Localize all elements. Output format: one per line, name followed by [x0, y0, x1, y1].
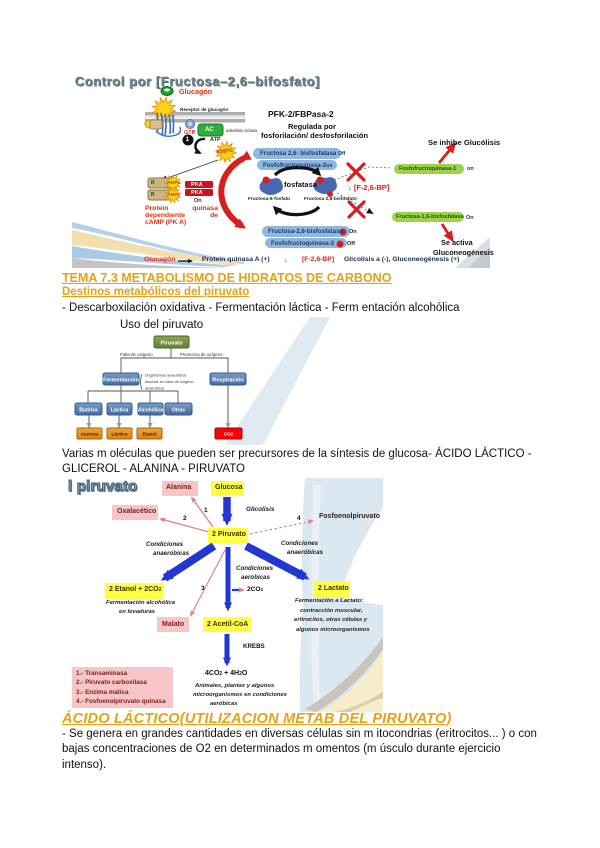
svg-text:Butírica: Butírica	[79, 408, 98, 414]
svg-text:Otras: Otras	[172, 408, 185, 414]
svg-text:Etanol: Etanol	[142, 432, 156, 437]
svg-text:Falta de oxígeno: Falta de oxígeno	[120, 352, 153, 357]
svg-text:Láctico: Láctico	[111, 432, 127, 437]
svg-text:CO2: CO2	[224, 432, 234, 437]
svg-text:Respiración: Respiración	[212, 378, 244, 384]
svg-text:Láctica: Láctica	[111, 408, 128, 414]
svg-text:Organismos anaerobios: Organismos anaerobios	[145, 373, 186, 378]
svg-text:Acetona: Acetona	[80, 432, 99, 437]
svg-text:Alcohólica: Alcohólica	[138, 408, 164, 414]
svg-text:Presencia de oxígeno: Presencia de oxígeno	[180, 352, 223, 357]
svg-text:anaerobios: anaerobios	[145, 386, 164, 391]
svg-text:Piruvato: Piruvato	[160, 341, 183, 347]
svg-text:muchos en caso de oxígeno: muchos en caso de oxígeno	[145, 379, 194, 384]
svg-text:Fermentación: Fermentación	[103, 378, 140, 384]
